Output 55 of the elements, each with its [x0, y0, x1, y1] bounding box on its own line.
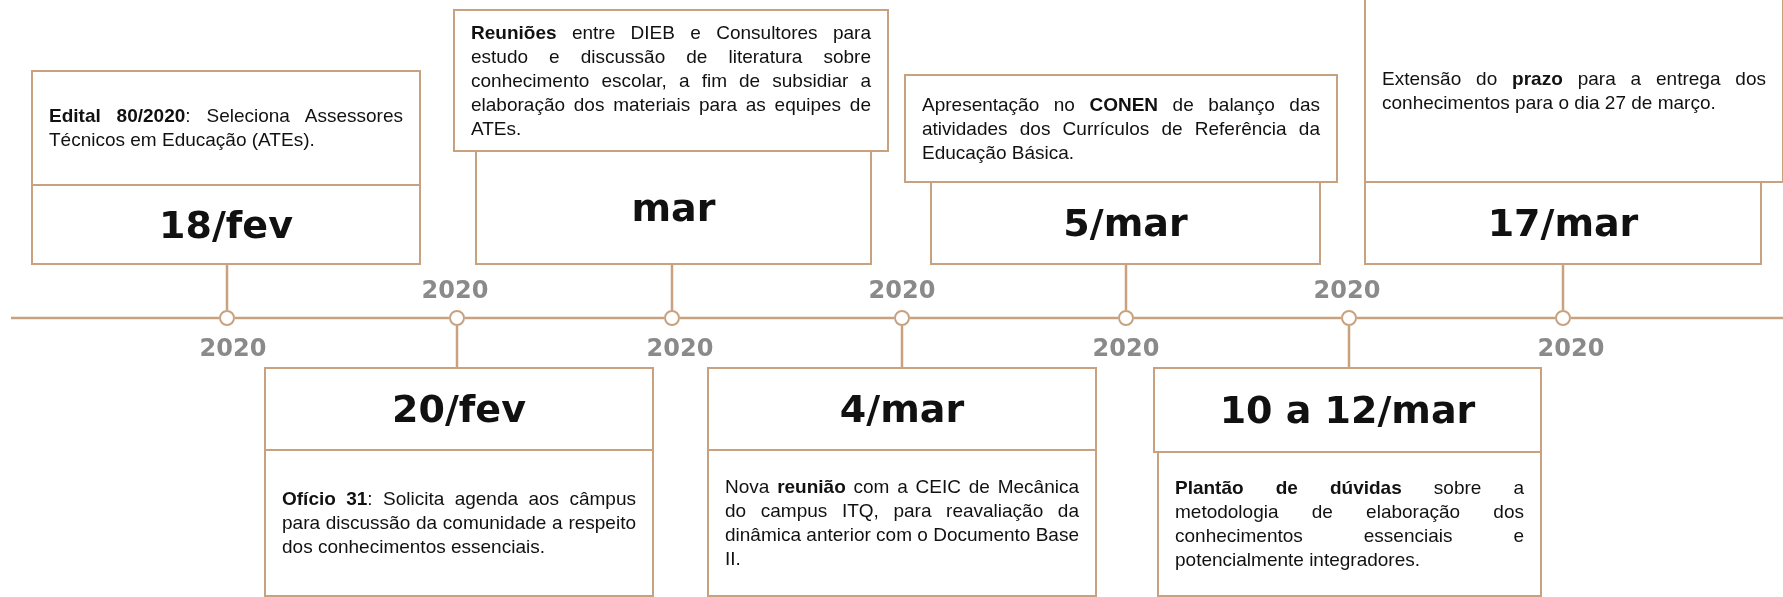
timeline-dot — [219, 310, 235, 326]
event-description: Edital 80/2020: Seleciona Assessores Técnicos em Educação (ATEs). — [49, 104, 403, 152]
event-description-box — [264, 449, 654, 597]
date-box — [31, 184, 421, 265]
timeline-line — [910, 316, 1118, 320]
event-description: Reuniões entre DIEB e Consultores para estudo e discussão de literatura sobre conhecimento escolar, a fim de subsidiar a elaboração dos materiais para as equipes de ATEs. — [471, 20, 871, 141]
connector-line — [225, 265, 229, 310]
event-description-box — [31, 70, 421, 186]
event-description-box — [707, 449, 1097, 597]
date-label: mar — [631, 185, 716, 230]
date-label: 5/mar — [1063, 201, 1188, 245]
year-label: 2020 — [646, 334, 714, 362]
event-description: Nova reunião com a CEIC de Mecânica do campus ITQ, para reavaliação da dinâmica anterior com o Documento Base II. — [725, 475, 1079, 571]
timeline-dot — [1555, 310, 1571, 326]
date-label: 20/fev — [392, 387, 526, 431]
event-description: Apresentação no CONEN de balanço das atividades dos Currículos de Referência da Educação Básica. — [922, 92, 1320, 165]
timeline-dot — [1118, 310, 1134, 326]
connector-line — [900, 326, 904, 367]
timeline-dot — [1341, 310, 1357, 326]
date-box — [264, 367, 654, 451]
date-label: 18/fev — [159, 202, 293, 247]
year-label: 2020 — [421, 276, 489, 304]
event-description-box — [1364, 0, 1783, 183]
year-label: 2020 — [1313, 276, 1381, 304]
date-label: 17/mar — [1487, 201, 1639, 245]
event-description: Ofício 31: Solicita agenda aos câmpus para discussão da comunidade a respeito dos conhecimentos essenciais. — [282, 487, 636, 559]
connector-line — [1561, 265, 1565, 310]
date-label: 10 a 12/mar — [1219, 388, 1476, 432]
event-description-box — [1157, 451, 1542, 597]
date-box — [1153, 367, 1542, 453]
date-box — [1364, 181, 1762, 265]
event-description-box — [453, 9, 889, 152]
timeline-line — [465, 316, 664, 320]
timeline-dot — [894, 310, 910, 326]
connector-line — [1124, 265, 1128, 310]
timeline-line — [235, 316, 449, 320]
year-label: 2020 — [199, 334, 267, 362]
date-label: 4/mar — [839, 387, 965, 431]
connector-line — [1347, 326, 1351, 367]
connector-line — [455, 326, 459, 367]
timeline-line — [680, 316, 894, 320]
timeline-dot — [664, 310, 680, 326]
timeline-line — [1357, 316, 1555, 320]
event-description: Extensão do prazo para a entrega dos conhecimentos para o dia 27 de março. — [1382, 66, 1766, 115]
date-box — [930, 181, 1321, 265]
year-label: 2020 — [1092, 334, 1160, 362]
date-box — [475, 150, 872, 265]
event-description: Plantão de dúvidas sobre a metodologia de elaboração dos conhecimentos essenciais e potencialmente integradores. — [1175, 476, 1524, 572]
year-label: 2020 — [868, 276, 936, 304]
timeline-line — [1134, 316, 1341, 320]
date-box — [707, 367, 1097, 451]
connector-line — [670, 265, 674, 310]
event-description-box — [904, 74, 1338, 183]
year-label: 2020 — [1537, 334, 1605, 362]
timeline-dot — [449, 310, 465, 326]
